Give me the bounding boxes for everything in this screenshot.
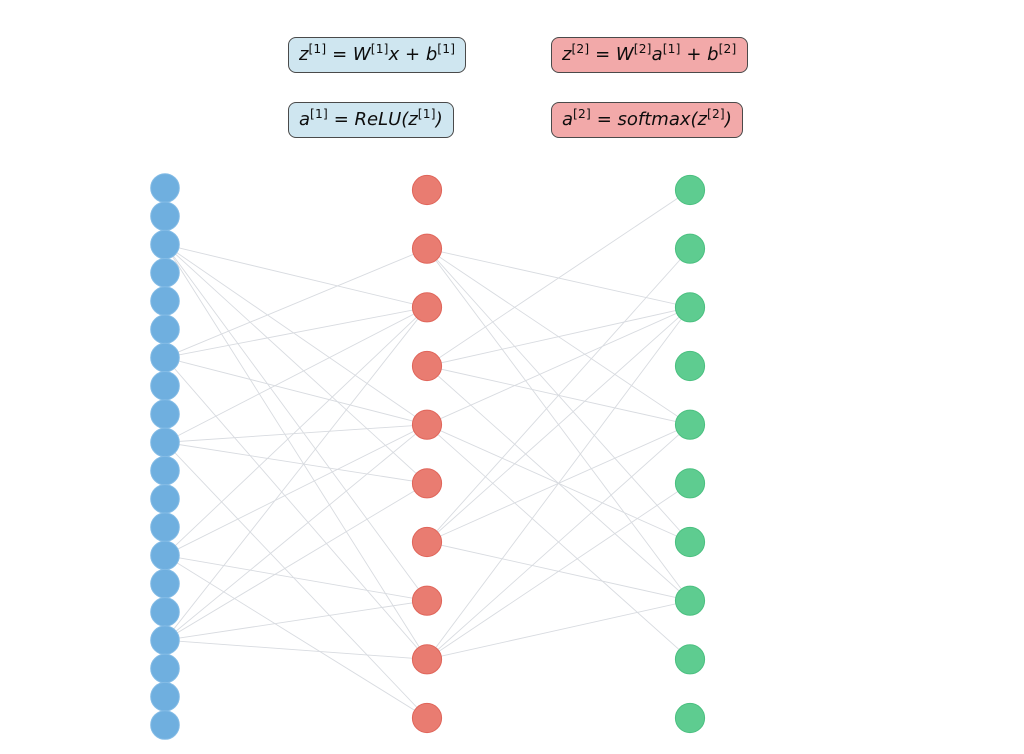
input-node-0 [150, 173, 180, 203]
input-node-14 [150, 568, 180, 599]
input-node-10 [150, 455, 180, 486]
input-node-19 [150, 710, 180, 740]
edge-input-hidden [164, 248, 428, 358]
edge-input-hidden [164, 639, 428, 660]
superscript: [1] [310, 107, 328, 121]
edge-input-hidden [164, 482, 428, 641]
superscript: [1] [370, 42, 389, 56]
edge-input-hidden [164, 244, 428, 308]
equation-box-z1: z[1] = W[1]x + b[1] [288, 37, 467, 73]
output-node-2 [674, 292, 706, 323]
edge-input-hidden [164, 357, 428, 426]
output-node-7 [674, 585, 706, 616]
edge-input-hidden [164, 244, 428, 601]
input-node-8 [150, 399, 180, 429]
edge-input-hidden [164, 244, 428, 660]
edge-input-hidden [164, 244, 428, 426]
edge-input-hidden [164, 441, 428, 484]
equation-box-a1: a[1] = ReLU(z[1]) [288, 102, 454, 138]
superscript: [1] [417, 107, 436, 121]
edge-hidden-output [426, 307, 691, 660]
equation-box-z2: z[2] = W[2]a[1] + b[2] [551, 37, 748, 73]
input-node-6 [150, 342, 180, 373]
edge-input-hidden [164, 424, 428, 556]
hidden-node-3 [411, 350, 443, 382]
edge-input-hidden [164, 306, 428, 443]
superscript: [2] [718, 42, 737, 56]
edge-hidden-output [426, 306, 691, 543]
input-node-18 [150, 681, 180, 712]
input-node-5 [150, 314, 180, 345]
edge-input-hidden [164, 307, 428, 641]
superscript: [2] [571, 42, 590, 56]
edge-hidden-output [426, 306, 691, 426]
hidden-node-0 [411, 174, 443, 206]
edge-hidden-output [426, 248, 691, 543]
input-node-4 [150, 286, 180, 316]
equation-text-z2: z[2] = W[2]a[1] + b[2] [562, 42, 737, 65]
output-node-5 [674, 468, 706, 499]
edge-input-hidden [164, 554, 428, 602]
equation-text-a1: a[1] = ReLU(z[1]) [299, 107, 443, 130]
edge-input-hidden [164, 306, 428, 359]
superscript: [1] [437, 42, 456, 56]
input-node-17 [150, 653, 180, 684]
hidden-node-1 [411, 233, 443, 264]
edge-input-hidden [164, 307, 428, 556]
output-node-1 [674, 233, 706, 264]
edge-input-hidden [164, 442, 428, 719]
hidden-node-2 [411, 292, 443, 323]
output-node-0 [674, 174, 706, 206]
output-node-3 [674, 350, 706, 382]
hidden-node-8 [411, 644, 443, 675]
superscript: [2] [573, 107, 591, 121]
equation-text-z1: z[1] = W[1]x + b[1] [299, 42, 456, 65]
input-node-11 [150, 484, 180, 514]
output-node-6 [674, 526, 706, 558]
hidden-node-6 [411, 526, 443, 558]
edge-input-hidden [164, 424, 428, 641]
output-node-9 [674, 702, 706, 734]
edge-input-hidden [164, 600, 428, 641]
input-node-12 [150, 512, 180, 542]
edge-hidden-output [426, 600, 691, 660]
input-node-1 [150, 201, 180, 232]
edge-input-hidden [164, 555, 428, 719]
hidden-node-7 [411, 585, 443, 616]
superscript: [1] [662, 42, 681, 56]
output-node-8 [674, 644, 706, 675]
edge-hidden-output [426, 306, 691, 367]
superscript: [2] [633, 42, 652, 56]
input-node-15 [150, 597, 180, 627]
edge-input-hidden [164, 244, 428, 484]
input-node-2 [150, 229, 180, 260]
input-node-7 [150, 371, 180, 401]
output-node-4 [674, 409, 706, 440]
equation-box-a2: a[2] = softmax(z[2]) [551, 102, 743, 138]
edge-input-hidden [164, 424, 428, 443]
hidden-node-4 [411, 409, 443, 440]
input-node-16 [150, 625, 180, 656]
input-node-9 [150, 427, 180, 458]
input-node-13 [150, 540, 180, 571]
edge-hidden-output [426, 189, 691, 367]
hidden-node-9 [411, 702, 443, 734]
edge-hidden-output [426, 424, 691, 660]
edge-hidden-output [426, 482, 691, 660]
edge-input-hidden [164, 357, 428, 660]
superscript: [2] [706, 107, 725, 121]
hidden-node-5 [411, 468, 443, 499]
input-node-3 [150, 257, 180, 288]
equation-text-a2: a[2] = softmax(z[2]) [562, 107, 732, 130]
superscript: [1] [308, 42, 327, 56]
